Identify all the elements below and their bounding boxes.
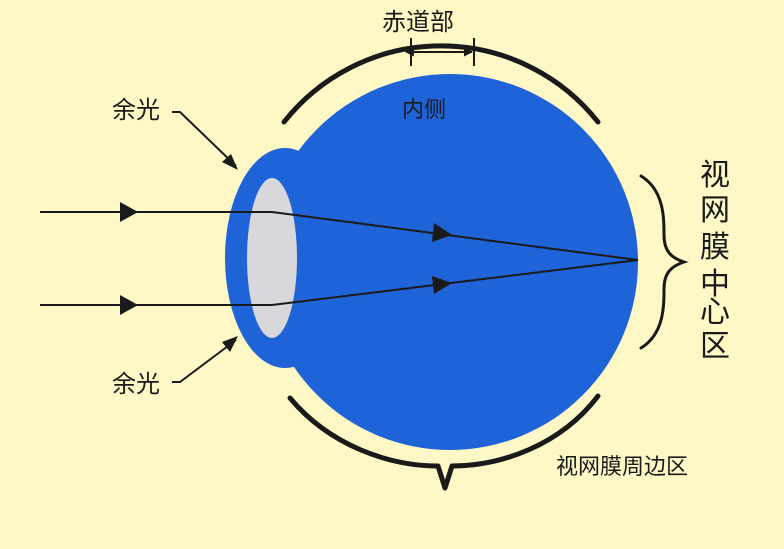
label-equator: 赤道部 — [382, 8, 454, 36]
peripheral-pointer-bottom-head — [222, 336, 238, 352]
ray-bottom-refracted-arrow — [432, 276, 452, 294]
peripheral-pointer-top — [172, 111, 237, 167]
lens — [247, 178, 297, 338]
label-central-retina: 视 网 膜 中 心 区 — [700, 158, 730, 364]
equator-marker — [281, 38, 601, 125]
ray-top-refracted-arrow — [432, 223, 452, 242]
ray-top-refracted — [271, 211, 639, 261]
central-retina-char: 网 — [700, 193, 730, 228]
peripheral-retina-brace — [287, 393, 601, 491]
central-retina-char: 心 — [700, 295, 730, 330]
ray-top-incoming-arrow — [120, 202, 138, 222]
label-peripheral-light-top: 余光 — [112, 96, 160, 124]
label-peripheral-retina: 视网膜周边区 — [556, 455, 688, 480]
central-retina-char: 膜 — [700, 230, 730, 265]
eyeball-globe — [262, 74, 638, 450]
label-peripheral-light-bottom: 余光 — [112, 370, 160, 398]
peripheral-pointer-top-head — [222, 154, 238, 170]
ray-bottom-incoming-arrow — [120, 295, 138, 315]
central-retina-char: 中 — [700, 267, 730, 302]
central-retina-char: 区 — [700, 329, 730, 364]
peripheral-pointer-bottom — [172, 339, 237, 383]
central-retina-brace — [639, 174, 689, 350]
label-inner-side: 内侧 — [402, 98, 446, 123]
ray-bottom-refracted — [271, 259, 639, 306]
equator-top-arc — [281, 43, 601, 125]
central-retina-char: 视 — [700, 158, 730, 193]
peripheral-pointers — [172, 111, 238, 383]
light-rays — [40, 202, 639, 315]
